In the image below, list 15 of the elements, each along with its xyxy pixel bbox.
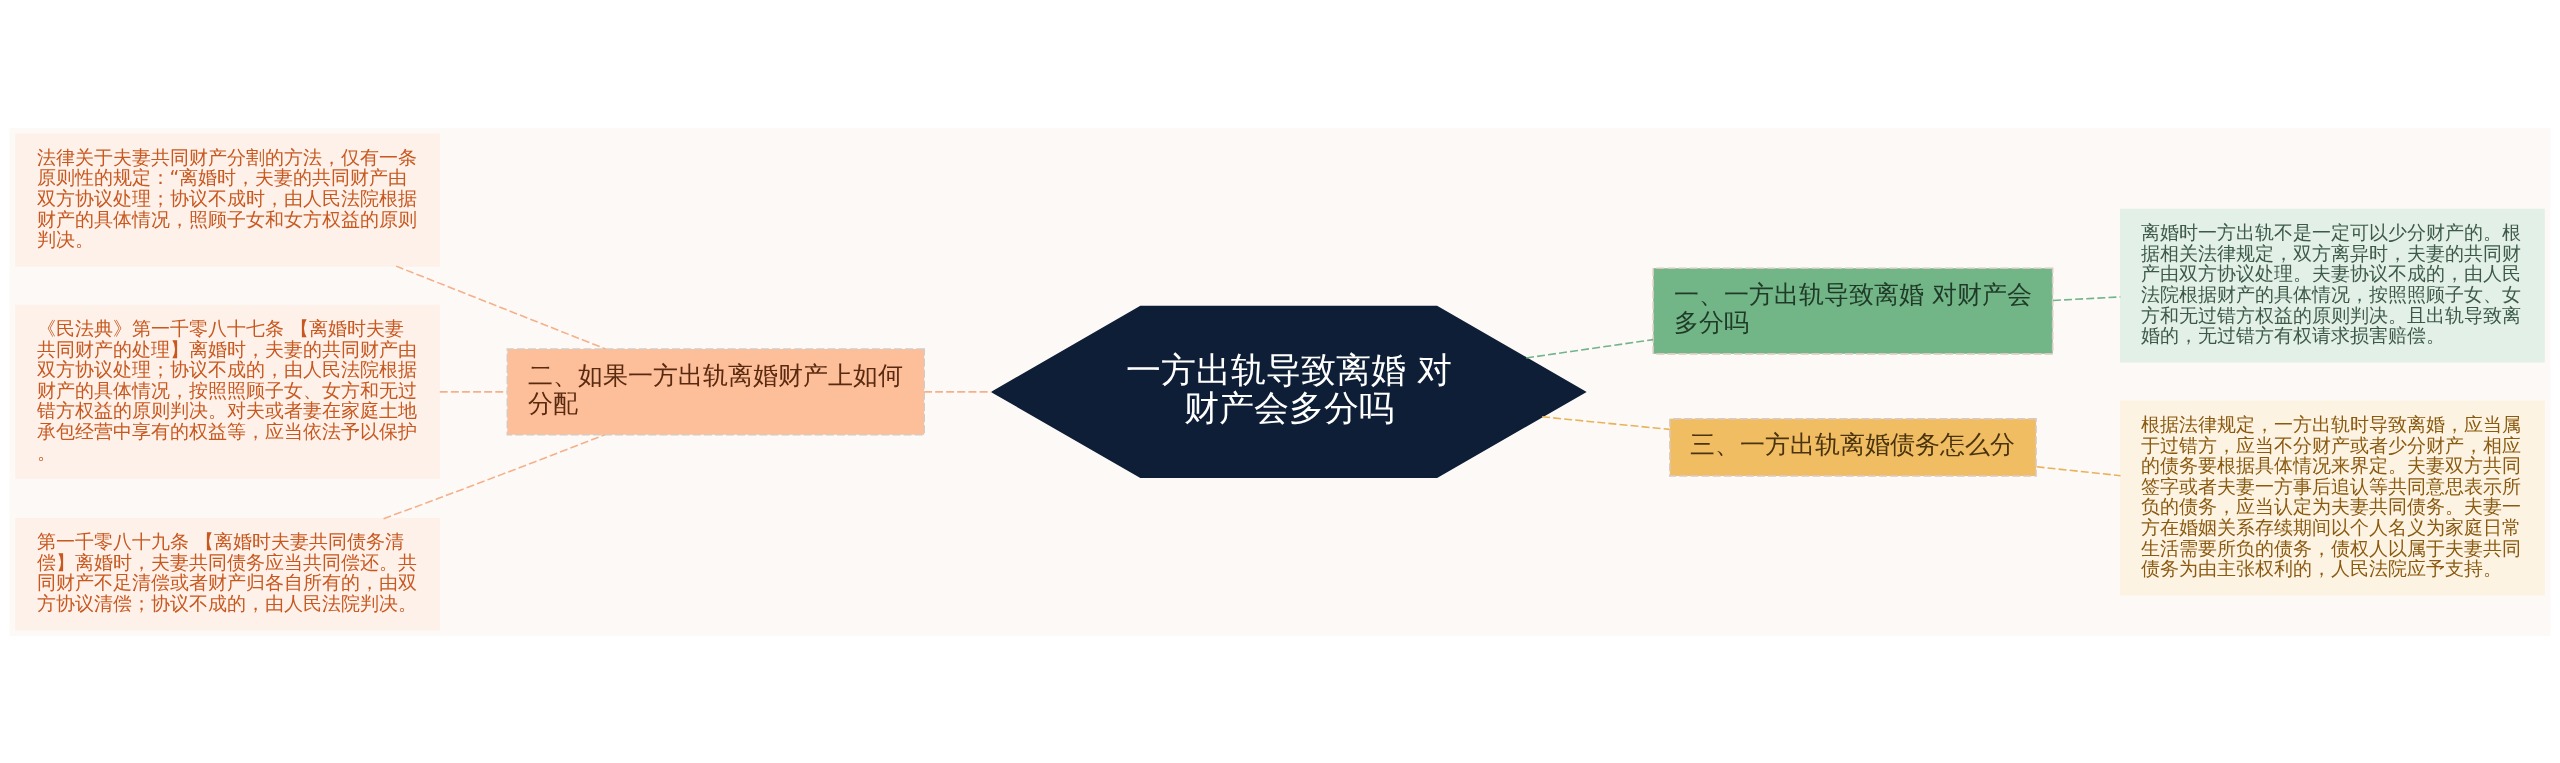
node-box: 离婚时一方出轨不是一定可以少分财产的。根据相关法律规定，双方离异时，夫妻的共同财产由双方协议处理。夫妻协议不成的，由人民法院根据财产的具体情况，按照照顾子女、女方和无过错方权益的原则判决。且出轨导致离婚的，无过错方有权请求损害赔偿。 [2120, 208, 2545, 363]
connector [2035, 465, 2122, 476]
connector [439, 390, 508, 393]
node-box: 二、如果一方出轨离婚财产上如何分配 [506, 347, 925, 435]
node-box: 根据法律规定，一方出轨时导致离婚，应当属于过错方，应当不分财产或者少分财产，相应的债务要根据具体情况来界定。夫妻双方共同签字或者夫妻一方事后追认等共同意思表示所负的债务，应当认定为夫妻共同债务。夫妻一方在婚姻关系存续期间以个人名义为家庭日常生活需要所负的债务，债权人以属于夫妻共同债务为由主张权利的，人民法院应予支持。 [2120, 400, 2545, 596]
node-box: 三、一方出轨离婚债务怎么分 [1669, 417, 2037, 477]
node-box: 一、一方出轨导致离婚 对财产会多分吗 [1652, 266, 2054, 355]
connector [382, 433, 606, 519]
node-box: 第一千零八十九条 【离婚时夫妻共同债务清偿】离婚时，夫妻共同债务应当共同偿还。共同财产不足清偿或者财产归各自所有的，由双方协议清偿；协议不成的，由人民法院判决。 [15, 517, 440, 630]
connector [1541, 415, 1671, 430]
node-box: 《民法典》第一千零八十七条 【离婚时夫妻共同财产的处理】离婚时，夫妻的共同财产由双方协议处理；协议不成的，由人民法院根据财产的具体情况，按照照顾子女、女方和无过错方权益的原则判决。对夫或者妻在家庭土地承包经营中享有的权益等，应当依法予以保护。 [15, 304, 440, 479]
connector [923, 390, 993, 393]
connector [395, 264, 607, 350]
node-box: 法律关于夫妻共同财产分割的方法，仅有一条原则性的规定：“离婚时，夫妻的共同财产由双方协议处理；协议不成时，由人民法院根据财产的具体情况，照顾子女和女方权益的原则判决。 [15, 133, 440, 267]
connector [1525, 338, 1654, 359]
